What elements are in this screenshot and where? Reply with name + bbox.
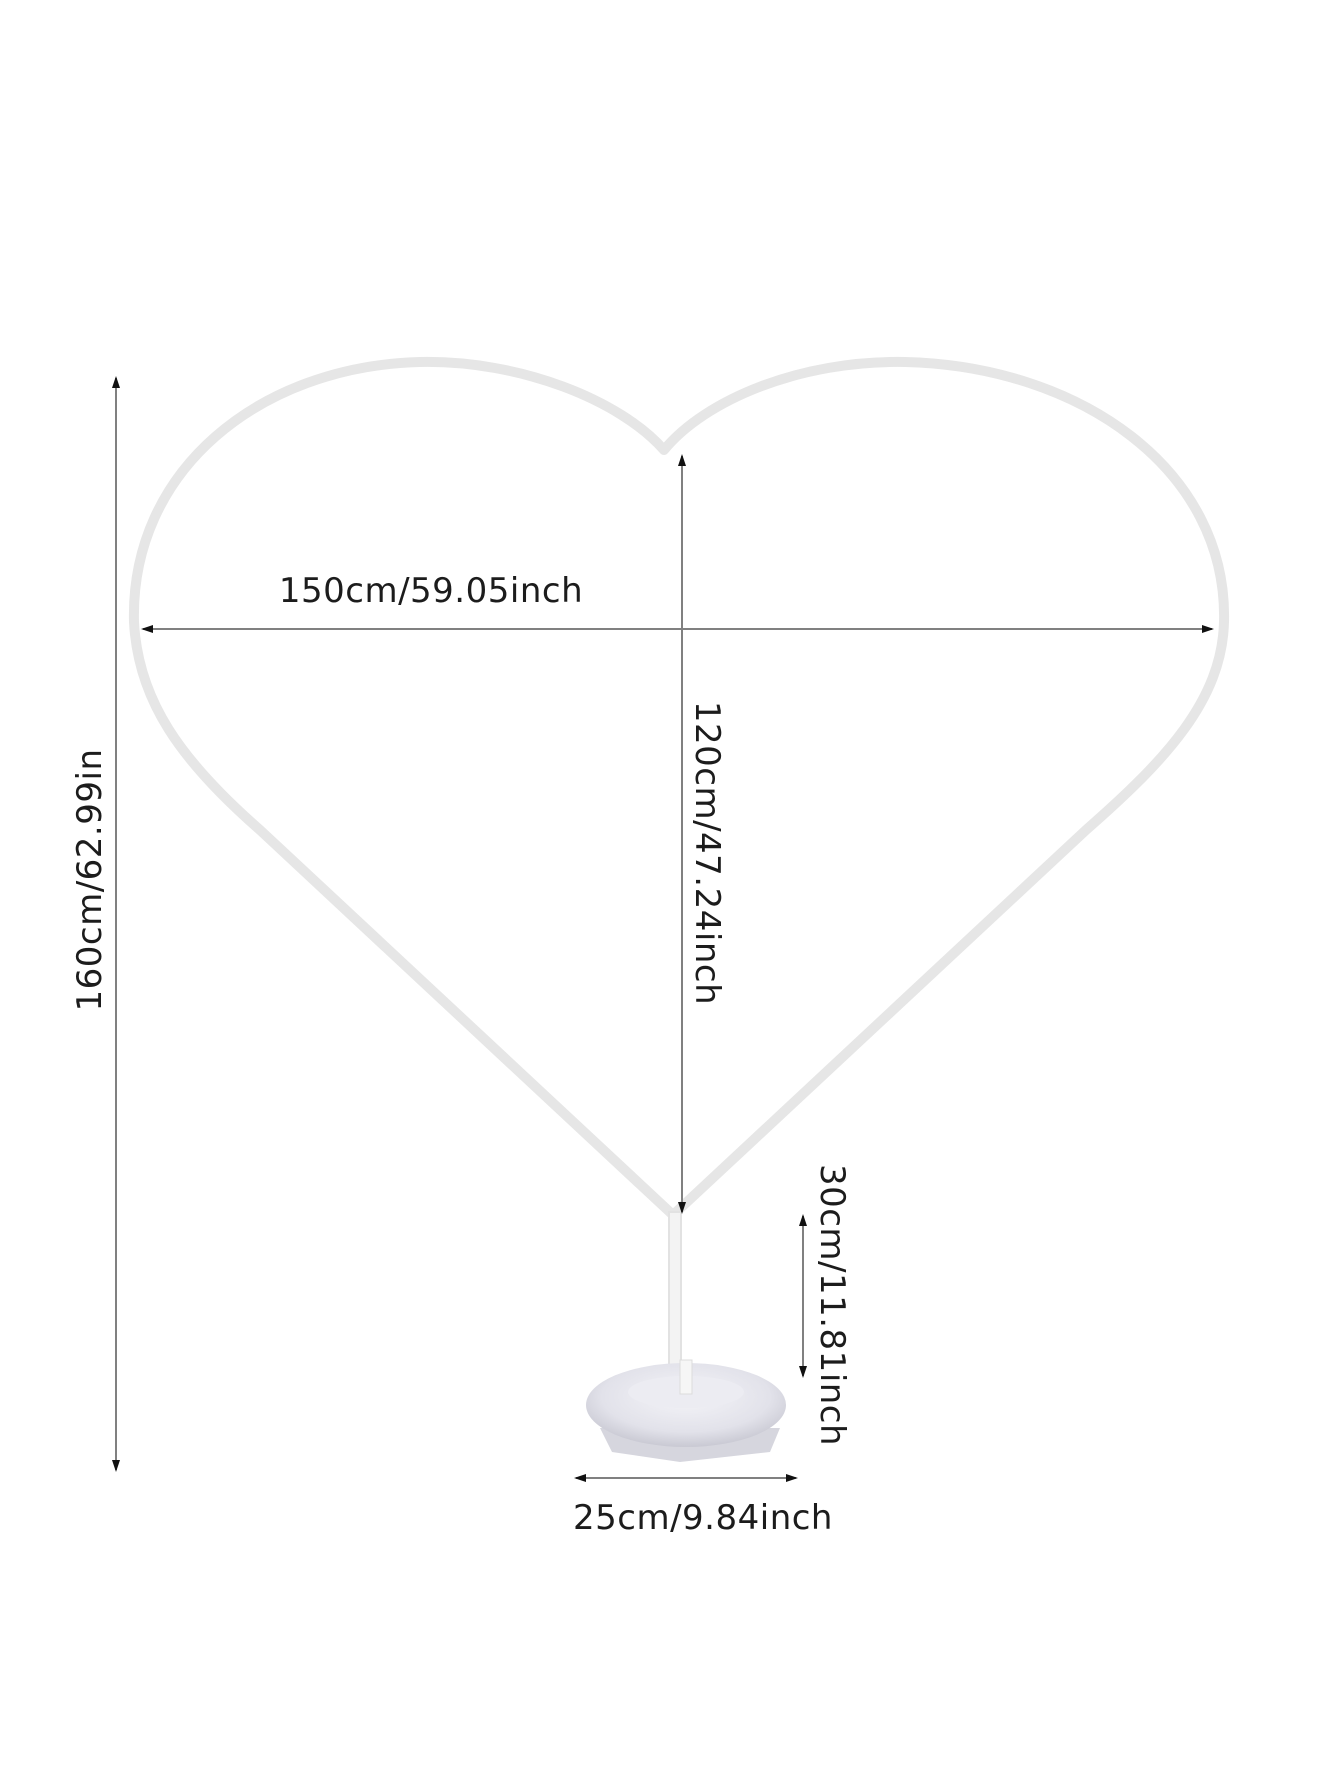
inflatable-base [586,1359,786,1462]
heart-width-label: 150cm/59.05inch [278,571,584,611]
base-width-label: 25cm/9.84inch [573,1498,833,1538]
support-pole [668,1211,682,1373]
heart-height-label: 120cm/47.24inch [687,700,727,1006]
total-height-label: 160cm/62.99in [70,748,110,1012]
heart-frame [128,356,1230,1220]
pole-height-label: 30cm/11.81inch [812,1163,852,1447]
